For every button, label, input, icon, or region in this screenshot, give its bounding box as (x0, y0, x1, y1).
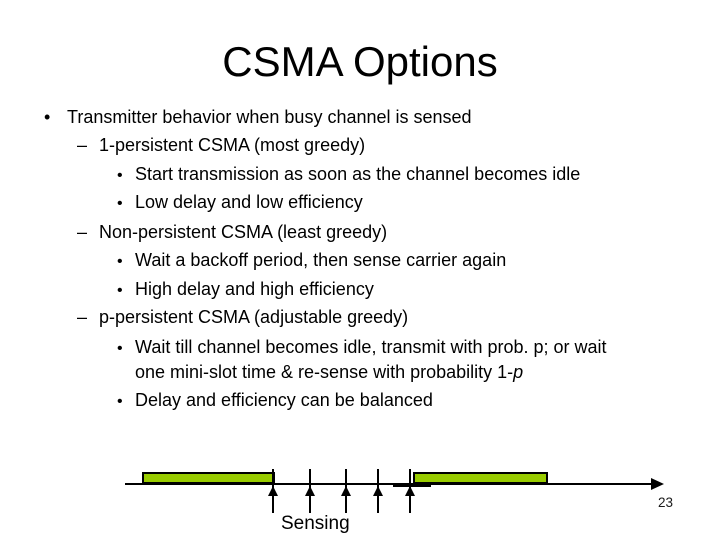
italic-p-text: p (513, 362, 524, 382)
slide-page-number: 23 (658, 495, 674, 510)
bullet-text: p-persistent CSMA (adjustable greedy) (99, 307, 409, 327)
bullet-text: one mini-slot time & re-sense with proba… (135, 362, 514, 382)
bullet-glyph: • (117, 195, 123, 212)
bullet-line-start-transmission: • Start transmission as soon as the chann… (117, 163, 580, 187)
bullet-glyph: • (117, 253, 123, 270)
bullet-glyph: • (117, 282, 123, 299)
busy-period-bar-2 (413, 472, 548, 484)
sensing-arrowhead-icon (341, 486, 351, 496)
bullet-line-wait-backoff: • Wait a backoff period, then sense carri… (117, 249, 506, 273)
bullet-text: Wait a backoff period, then sense carrie… (135, 250, 507, 270)
bullet-line-non-persistent: –Non-persistent CSMA (least greedy) (77, 221, 387, 243)
sensing-arrowhead-icon (268, 486, 278, 496)
bullet-text: Transmitter behavior when busy channel i… (67, 107, 472, 127)
bullet-line-wait-till-idle: • Wait till channel becomes idle, transmi… (117, 336, 607, 360)
bullet-text: 1-persistent CSMA (most greedy) (99, 135, 366, 155)
bullet-text: High delay and high efficiency (135, 279, 374, 299)
dash-glyph: – (77, 135, 88, 155)
bullet-glyph: • (117, 167, 123, 184)
bullet-glyph: • (117, 393, 123, 410)
bullet-line-transmitter-behavior: • Transmitter behavior when busy channel … (44, 106, 472, 128)
timeline-axis (125, 483, 653, 485)
transmission-start-segment (393, 484, 431, 487)
bullet-text: Start transmission as soon as the channe… (135, 164, 581, 184)
bullet-text: Delay and efficiency can be balanced (135, 390, 433, 410)
bullet-line-p-persistent: –p-persistent CSMA (adjustable greedy) (77, 306, 408, 328)
sensing-arrowhead-icon (373, 486, 383, 496)
slide-title: CSMA Options (222, 38, 498, 85)
sensing-arrowhead-icon (305, 486, 315, 496)
bullet-text: Wait till channel becomes idle, transmit… (135, 337, 607, 357)
sensing-label: Sensing (281, 513, 350, 534)
bullet-line-low-delay: • Low delay and low efficiency (117, 191, 363, 215)
dash-glyph: – (77, 222, 88, 242)
bullet-line-1-persistent: –1-persistent CSMA (most greedy) (77, 134, 365, 156)
sensing-arrowhead-icon (405, 486, 415, 496)
bullet-text: Low delay and low efficiency (135, 192, 363, 212)
busy-period-bar-1 (142, 472, 275, 484)
bullet-glyph: • (117, 340, 123, 357)
bullet-text: Non-persistent CSMA (least greedy) (99, 222, 388, 242)
dash-glyph: – (77, 307, 88, 327)
bullet-glyph: • (44, 107, 51, 127)
bullet-line-high-delay: • High delay and high efficiency (117, 278, 374, 302)
bullet-line-delay-balanced: • Delay and efficiency can be balanced (117, 389, 433, 413)
bullet-line-mini-slot-continuation: one mini-slot time & re-sense with proba… (135, 361, 523, 383)
timeline-arrowhead-icon (651, 478, 664, 490)
